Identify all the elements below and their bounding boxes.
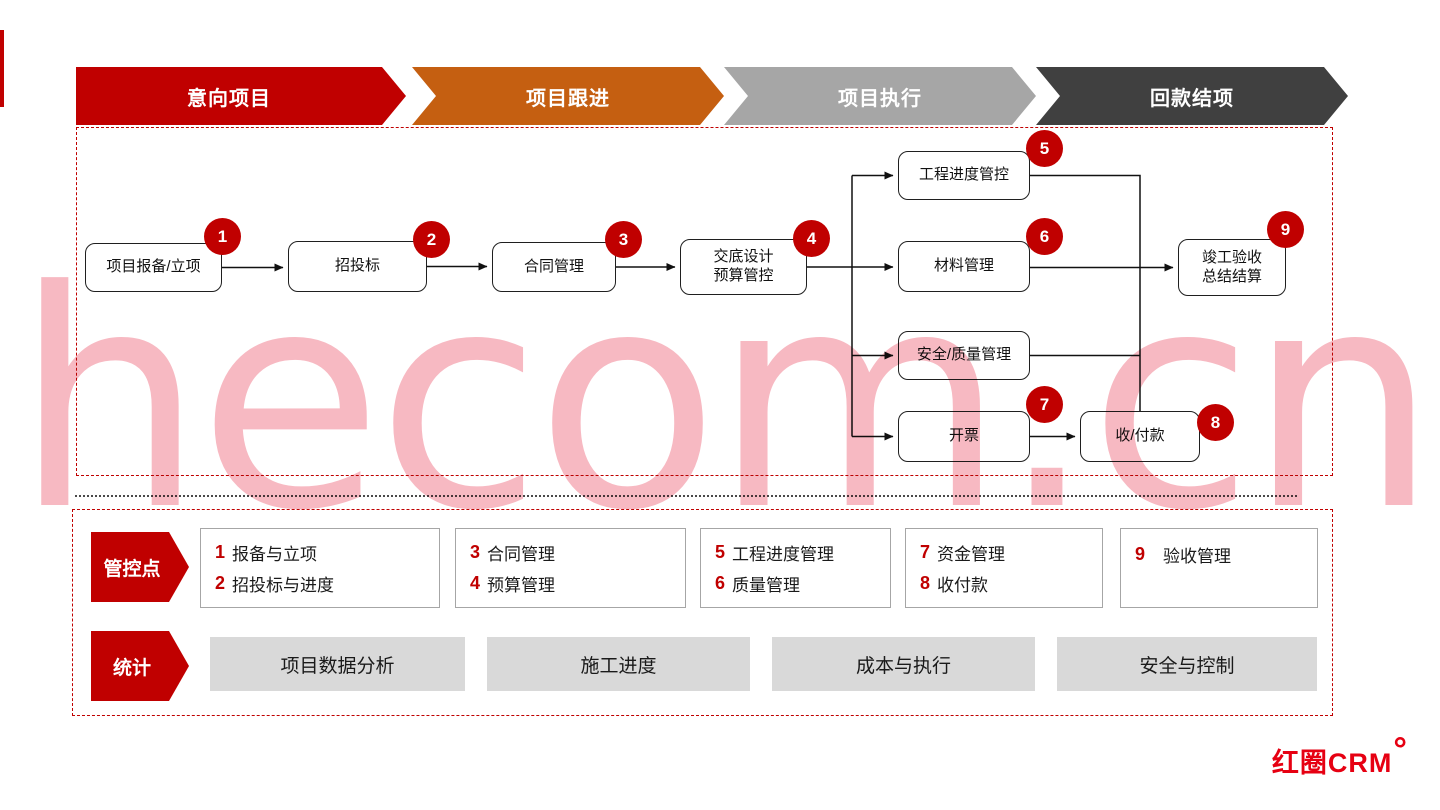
stage-banner-project-execute: 项目执行 bbox=[724, 67, 1036, 125]
control-point-row: 4 预算管理 bbox=[470, 571, 671, 596]
flowchart-frame bbox=[76, 127, 1333, 476]
control-point-number: 5 bbox=[715, 542, 726, 563]
node-contract-management: 合同管理 bbox=[492, 242, 616, 292]
node-progress-control: 工程进度管控 bbox=[898, 151, 1030, 200]
control-points-title: 管控点 bbox=[103, 558, 161, 580]
badge-6: 6 bbox=[1026, 218, 1063, 255]
summary-frame bbox=[72, 509, 1333, 716]
left-accent-bar bbox=[0, 30, 4, 107]
node-receipt-payment: 收/付款 bbox=[1080, 411, 1200, 462]
node-design-budget-control: 交底设计 预算管控 bbox=[680, 239, 807, 295]
stat-box-project-data-analysis: 项目数据分析 bbox=[210, 637, 465, 691]
badge-3: 3 bbox=[605, 221, 642, 258]
stat-box-safety-control: 安全与控制 bbox=[1057, 637, 1317, 691]
control-point-text: 资金管理 bbox=[937, 545, 1006, 565]
control-point-box-5: 9 验收管理 bbox=[1120, 528, 1318, 608]
badge-4: 4 bbox=[793, 220, 830, 257]
node-project-filing: 项目报备/立项 bbox=[85, 243, 222, 292]
badge-8: 8 bbox=[1197, 404, 1234, 441]
badge-1: 1 bbox=[204, 218, 241, 255]
logo-degree-mark: ° bbox=[1393, 731, 1408, 769]
stage-banner-project-follow: 项目跟进 bbox=[412, 67, 724, 125]
control-point-number: 2 bbox=[215, 572, 226, 593]
badge-9: 9 bbox=[1267, 211, 1304, 248]
stage-label: 项目执行 bbox=[838, 87, 922, 110]
control-point-number: 4 bbox=[470, 572, 481, 593]
control-point-row: 3 合同管理 bbox=[470, 540, 671, 565]
node-safety-quality: 安全/质量管理 bbox=[898, 331, 1030, 380]
stage-label: 意向项目 bbox=[187, 87, 271, 110]
control-point-text: 质量管理 bbox=[732, 575, 801, 595]
control-point-number: 1 bbox=[215, 542, 226, 563]
control-point-text: 招投标与进度 bbox=[232, 575, 335, 595]
control-point-number: 3 bbox=[470, 542, 481, 563]
stage-label: 项目跟进 bbox=[526, 87, 610, 110]
stats-label-arrow: 统计 bbox=[91, 631, 189, 701]
control-point-row: 5 工程进度管理 bbox=[715, 540, 876, 565]
control-point-text: 验收管理 bbox=[1163, 547, 1232, 566]
hongquan-crm-logo: 红圈CRM° bbox=[1271, 731, 1408, 780]
control-point-text: 报备与立项 bbox=[232, 545, 318, 565]
stage-label: 回款结项 bbox=[1150, 87, 1234, 110]
badge-5: 5 bbox=[1026, 130, 1063, 167]
badge-7: 7 bbox=[1026, 386, 1063, 423]
control-point-number: 9 bbox=[1135, 544, 1146, 564]
stat-box-cost-execution: 成本与执行 bbox=[772, 637, 1035, 691]
control-point-row: 6 质量管理 bbox=[715, 571, 876, 596]
node-invoicing: 开票 bbox=[898, 411, 1030, 462]
control-point-text: 合同管理 bbox=[487, 545, 556, 565]
node-bidding: 招投标 bbox=[288, 241, 427, 292]
control-point-text: 预算管理 bbox=[487, 575, 556, 595]
control-point-row: 2 招投标与进度 bbox=[215, 571, 425, 596]
stage-banner-intent-project: 意向项目 bbox=[76, 67, 406, 125]
control-point-row: 1 报备与立项 bbox=[215, 540, 425, 565]
control-point-text: 收付款 bbox=[937, 575, 989, 595]
control-point-number: 8 bbox=[920, 572, 931, 593]
control-points-label-arrow: 管控点 bbox=[91, 532, 189, 602]
control-point-number: 7 bbox=[920, 542, 931, 563]
stage-banner-payment-close: 回款结项 bbox=[1036, 67, 1348, 125]
control-point-row: 8 收付款 bbox=[920, 571, 1088, 596]
control-point-text: 工程进度管理 bbox=[732, 545, 835, 565]
control-point-number: 6 bbox=[715, 572, 726, 593]
badge-2: 2 bbox=[413, 221, 450, 258]
node-completion-settlement: 竣工验收 总结结算 bbox=[1178, 239, 1286, 296]
section-separator bbox=[75, 495, 1297, 497]
control-point-row: 9 验收管理 bbox=[1135, 542, 1303, 567]
control-point-box-4: 7 资金管理 8 收付款 bbox=[905, 528, 1103, 608]
stats-title: 统计 bbox=[112, 657, 151, 679]
control-point-box-2: 3 合同管理 4 预算管理 bbox=[455, 528, 686, 608]
node-material-management: 材料管理 bbox=[898, 241, 1030, 292]
stat-box-construction-progress: 施工进度 bbox=[487, 637, 750, 691]
logo-text: 红圈CRM bbox=[1271, 748, 1393, 778]
control-point-box-1: 1 报备与立项 2 招投标与进度 bbox=[200, 528, 440, 608]
control-point-row: 7 资金管理 bbox=[920, 540, 1088, 565]
control-point-box-3: 5 工程进度管理 6 质量管理 bbox=[700, 528, 891, 608]
